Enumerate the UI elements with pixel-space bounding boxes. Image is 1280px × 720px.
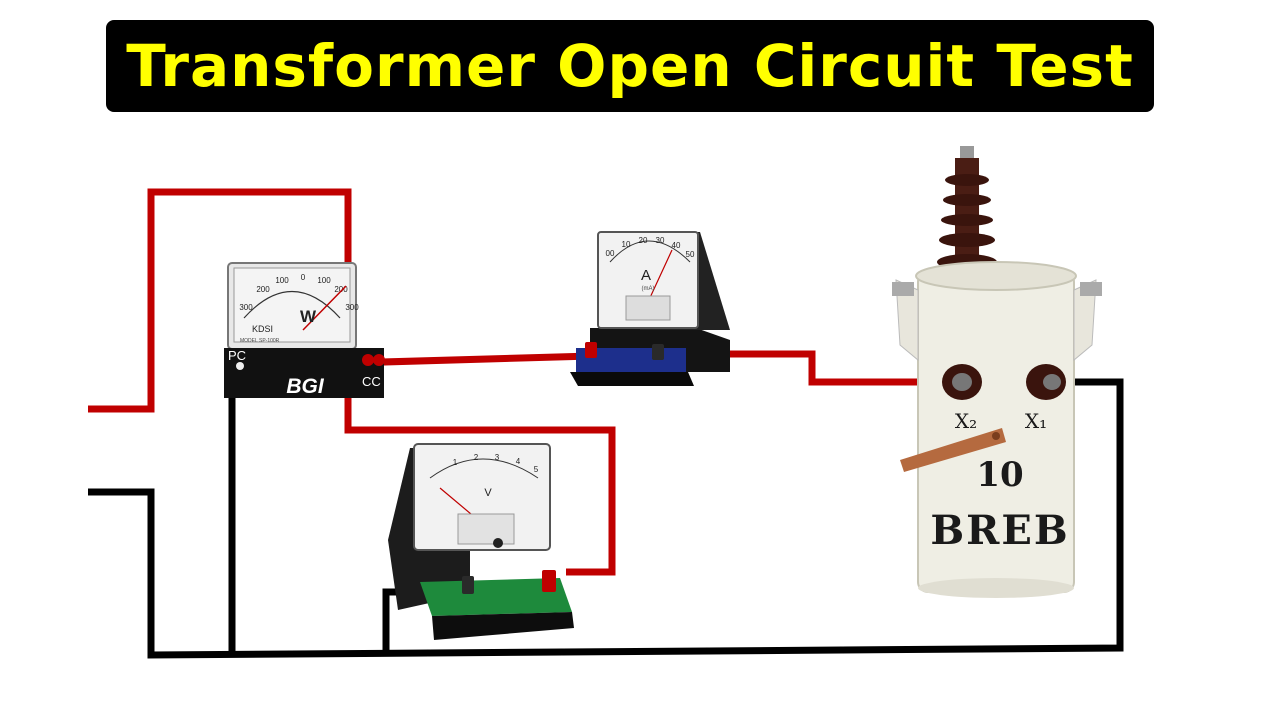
ammeter-unit-label: A [641,267,651,284]
wattmeter: 300 200 100 0 100 200 300 W KDSI MODEL S… [224,262,385,398]
ground-strap-bolt [992,432,1000,440]
page-title: Transformer Open Circuit Test [126,32,1134,100]
transformer-owner-label: BREB [930,507,1069,554]
wattmeter-model: MODEL SP-100R [240,338,280,344]
wattmeter-scale: 300 200 100 0 100 200 300 [239,273,359,312]
wattmeter-pc-terminal [236,362,244,370]
ammeter-tick-label: 30 [656,236,665,245]
ammeter: 00 10 20 30 40 50 A (mA) [570,231,730,386]
ammeter-tick-label: 40 [672,241,681,250]
voltmeter-tick-label: 5 [534,465,539,474]
voltmeter: 1 2 3 4 5 V [388,443,574,640]
wattmeter-unit-label: W [300,307,317,326]
voltmeter-face [413,443,551,551]
terminal-x2-bushing [942,364,982,400]
ammeter-tick-label: 10 [622,240,631,249]
right-lug [1080,282,1102,296]
wattmeter-terminal-cc-label: CC [362,374,381,389]
ammeter-face [597,231,699,329]
voltmeter-negative-terminal [462,576,474,594]
ammeter-scale: 00 10 20 30 40 50 [606,236,695,259]
voltmeter-tick-label: 3 [495,453,500,462]
voltmeter-base [432,612,574,640]
voltmeter-tick-label: 1 [453,458,458,467]
ammeter-tick-label: 00 [606,249,615,258]
transformer-lid [915,261,1077,291]
wattmeter-cc-terminal [362,354,374,366]
voltmeter-unit-label: V [484,487,492,499]
voltmeter-terminal-plate [420,578,572,616]
wattmeter-needle [302,285,347,331]
wattmeter-tick-label: 200 [256,285,270,294]
voltmeter-zero-adjust [493,538,503,548]
ammeter-positive-terminal [585,342,597,358]
ammeter-tick-label: 20 [639,236,648,245]
title-banner: Transformer Open Circuit Test [106,20,1154,112]
voltmeter-positive-terminal [542,570,556,592]
wattmeter-terminal-pc-label: PC [228,348,246,363]
voltmeter-tick-label: 2 [474,453,479,462]
ground-strap [900,428,1006,472]
transformer: X₂ X₁ 10 BREB [892,146,1102,598]
terminal-x1-label: X₁ [1025,409,1047,433]
terminal-x1-bushing [1026,364,1066,400]
wattmeter-cc-terminal [373,354,385,366]
voltmeter-window [457,513,515,545]
wattmeter-base [224,348,384,398]
ammeter-base [570,372,694,386]
wattmeter-tick-label: 0 [301,273,306,282]
wattmeter-tick-label: 300 [239,303,253,312]
supply-neutral-wire [88,378,1124,659]
wattmeter-brand: KDSI [252,324,273,334]
ammeter-window [625,295,671,321]
wattmeter-tick-label: 200 [334,285,348,294]
ammeter-to-transformer-wire [656,350,948,386]
transformer-rating: 10 [976,455,1023,495]
hv-bushing [937,146,997,270]
ammeter-subunit-label: (mA) [642,286,655,292]
ammeter-arc [609,240,691,263]
wattmeter-tick-label: 300 [345,303,359,312]
wattmeter-tick-label: 100 [275,276,289,285]
ammeter-negative-terminal [652,344,664,360]
ammeter-needle [647,249,673,303]
wattmeter-tick-label: 100 [317,276,331,285]
wattmeter-base-label: BGI [286,375,325,398]
voltmeter-arc [429,458,539,479]
voltmeter-scale: 1 2 3 4 5 [453,453,539,474]
terminal-x2-label: X₂ [955,409,977,433]
ammeter-tick-label: 50 [686,250,695,259]
left-lug [892,282,914,296]
voltmeter-tick-label: 4 [516,457,521,466]
transformer-bottom [918,578,1074,598]
